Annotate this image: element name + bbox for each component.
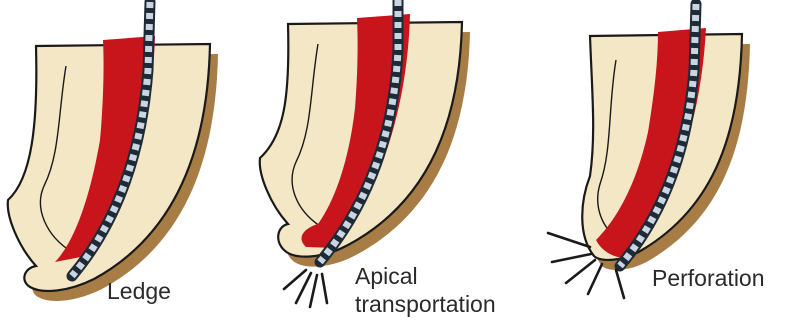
panel-apical-transportation: Apical transportation xyxy=(260,0,496,317)
panel-ledge: Ledge xyxy=(8,2,218,304)
label-transportation: transportation xyxy=(355,291,496,317)
label-ledge: Ledge xyxy=(107,278,171,304)
panel-perforation: Perforation xyxy=(548,4,765,298)
apical-burst-lines xyxy=(284,270,327,307)
label-perforation: Perforation xyxy=(652,265,765,291)
label-apical: Apical xyxy=(355,263,418,289)
